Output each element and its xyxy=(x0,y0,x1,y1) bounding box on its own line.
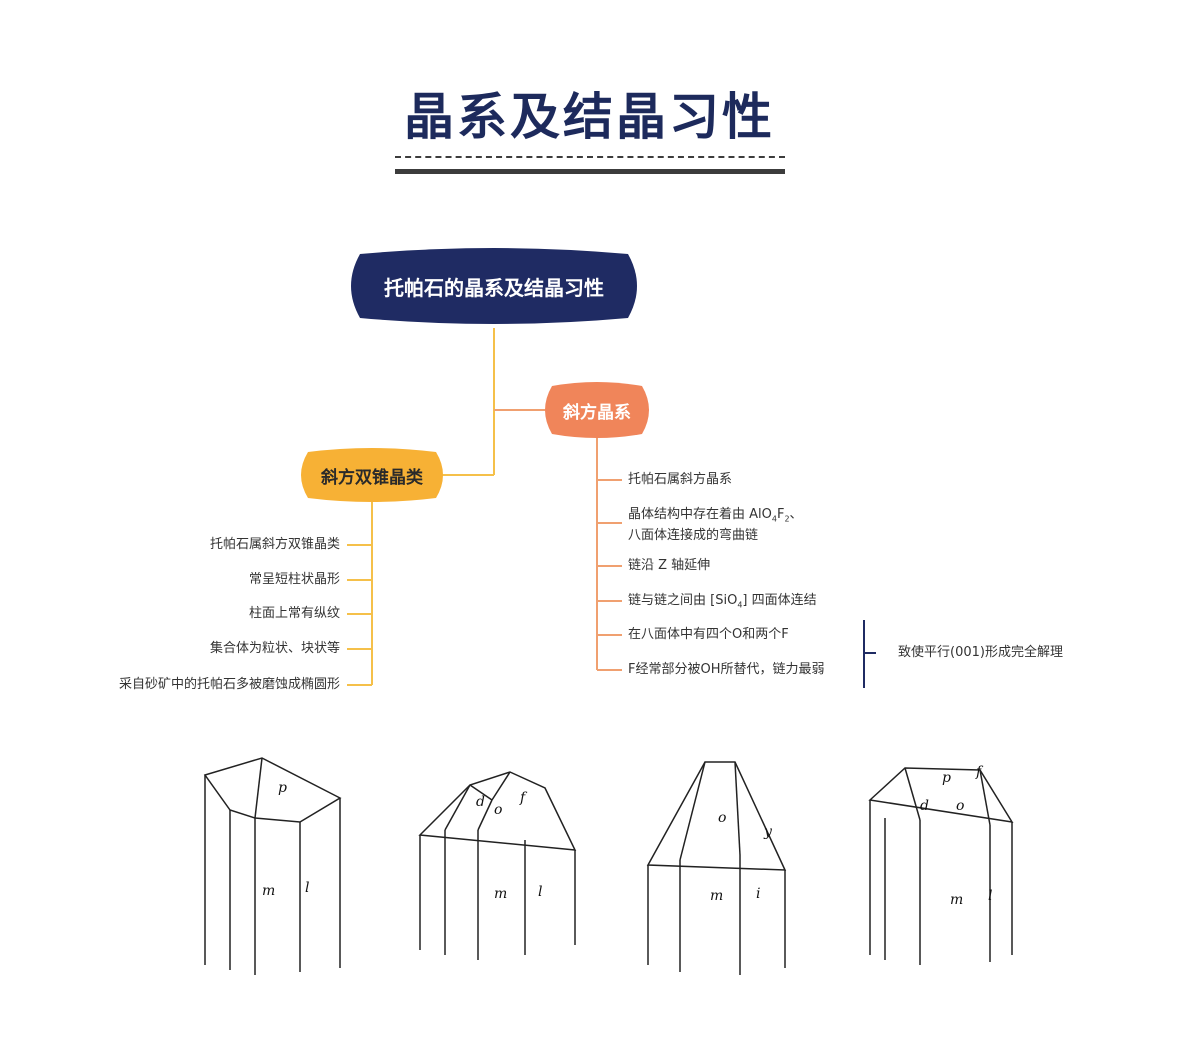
right-leaf-4-suffix: ] 四面体连结 xyxy=(742,593,817,608)
right-leaf-2-sub2: 2 xyxy=(784,514,790,524)
right-node-shape xyxy=(545,382,649,438)
crystal-1-drawing xyxy=(203,757,342,975)
crystal-2-label-d: d xyxy=(476,794,485,810)
crystal-4-label-m: m xyxy=(950,892,963,908)
root-node-shape xyxy=(351,248,637,324)
left-node-shape xyxy=(301,448,443,502)
crystal-4-label-o: o xyxy=(956,798,964,814)
crystal-2-label-f: f xyxy=(519,790,528,806)
right-leaf-2-line2: 八面体连接成的弯曲链 xyxy=(628,527,759,543)
crystal-2-label-o: o xyxy=(494,802,502,818)
title-dashed-underline xyxy=(395,156,785,158)
crystal-1-label-p: p xyxy=(278,780,287,796)
right-leaf-6: F经常部分被OH所替代，链力最弱 xyxy=(628,662,825,677)
right-leaf-2-suffix: 、 xyxy=(789,507,803,522)
right-leaf-3: 链沿 Z 轴延伸 xyxy=(628,558,711,573)
right-leaf-2-mid: F xyxy=(776,507,785,522)
crystal-4-label-d: d xyxy=(920,798,929,814)
left-branch-node: 斜方双锥晶类 xyxy=(321,467,423,488)
crystal-3-label-o: o xyxy=(718,810,726,826)
crystal-3-drawing xyxy=(646,761,787,975)
right-leaf-4-prefix: 链与链之间由 [SiO xyxy=(628,593,738,608)
left-leaf-3: 柱面上常有纵纹 xyxy=(248,606,340,621)
crystal-4-label-f: f xyxy=(975,764,984,780)
conclusion-text: 致使平行(001)形成完全解理 xyxy=(898,645,1063,660)
right-leaf-2: 晶体结构中存在着由 AlO4F2、 八面体连接成的弯曲链 xyxy=(628,507,803,544)
left-leaf-1: 托帕石属斜方双锥晶类 xyxy=(209,537,340,552)
crystal-3-label-y: y xyxy=(763,824,773,840)
crystal-4-label-p: p xyxy=(942,770,951,786)
right-branch-node: 斜方晶系 xyxy=(563,402,631,423)
page-title: 晶系及结晶习性 xyxy=(404,88,775,146)
title-solid-underline xyxy=(395,169,785,174)
crystal-2-drawing xyxy=(418,771,577,960)
right-leaf-4-sub: 4 xyxy=(737,600,743,610)
left-leaf-4: 集合体为粒状、块状等 xyxy=(209,641,340,656)
root-node: 托帕石的晶系及结晶习性 xyxy=(384,275,604,300)
right-leaf-2-sub1: 4 xyxy=(771,514,777,524)
left-branch-ticks xyxy=(347,544,372,686)
crystal-4-drawing xyxy=(868,767,1014,965)
crystal-1-label-m: m xyxy=(262,883,275,899)
right-leaf-5: 在八面体中有四个O和两个F xyxy=(628,627,789,642)
crystal-2-label-l: l xyxy=(538,884,542,900)
right-branch-ticks xyxy=(597,479,622,671)
crystal-3-label-m: m xyxy=(710,888,723,904)
left-leaf-2: 常呈短柱状晶形 xyxy=(248,572,340,587)
right-leaf-2-prefix: 晶体结构中存在着由 AlO xyxy=(628,507,772,522)
right-leaf-4: 链与链之间由 [SiO4] 四面体连结 xyxy=(628,593,817,614)
crystal-2-label-m: m xyxy=(494,886,507,902)
right-leaf-1: 托帕石属斜方晶系 xyxy=(628,472,733,487)
crystal-4-label-l: l xyxy=(988,888,992,904)
left-leaf-5: 采自砂矿中的托帕石多被磨蚀成椭圆形 xyxy=(118,677,340,692)
crystal-drawings: p m l d o f m l o y m i p f d o m l xyxy=(203,757,1014,975)
crystal-3-label-i: i xyxy=(756,886,760,902)
crystal-1-label-l: l xyxy=(305,880,309,896)
